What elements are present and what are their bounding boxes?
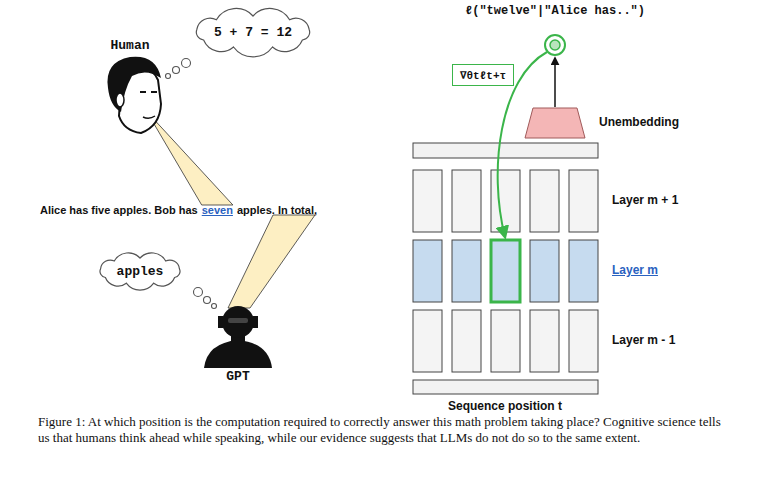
thought-dot	[194, 288, 203, 297]
loss-target-core	[550, 40, 560, 50]
activation-cell	[530, 240, 559, 302]
activation-cell	[569, 310, 598, 372]
gpt-attention-beam	[228, 215, 315, 308]
hair	[107, 57, 161, 112]
eye	[140, 91, 146, 93]
activation-cell	[452, 170, 481, 232]
prompt-text: Alice has five apples. Bob has	[40, 204, 198, 216]
robot-head	[222, 306, 254, 338]
activation-cell	[530, 170, 559, 232]
thought-dot	[173, 67, 180, 74]
human-attention-beam	[147, 112, 233, 205]
activation-cell	[491, 170, 520, 232]
bottom-bar	[413, 380, 598, 394]
block-label: Unembedding	[599, 115, 679, 129]
thought-dot	[166, 74, 171, 79]
prompt-sentence: Alice has five apples. Bob has seven apple…	[40, 204, 321, 216]
unembed-arrow	[554, 58, 556, 107]
top-bar	[413, 143, 598, 158]
activation-cell	[413, 240, 442, 302]
loss-formula: ℓ("twelve"|"Alice has..")	[465, 4, 645, 18]
node-text: ∇θtℓt+τ	[460, 69, 506, 82]
bolt	[218, 316, 223, 328]
mouth	[143, 116, 155, 118]
node-text: 5 + 7 = 12	[214, 25, 292, 40]
bolt	[253, 316, 258, 328]
agent-name: Human	[110, 38, 149, 53]
cloud-shape	[100, 253, 180, 290]
activation-cell	[413, 170, 442, 232]
thought-dot	[182, 59, 191, 68]
layer-label: Layer m - 1	[612, 333, 675, 347]
ear	[116, 93, 124, 107]
thought-cloud: apples	[92, 250, 188, 292]
highlighted-cell	[491, 240, 520, 302]
unembedding-block: Unembedding	[525, 108, 585, 138]
eye	[151, 91, 157, 93]
activation-cell	[569, 170, 598, 232]
shoulders	[204, 340, 272, 368]
node-text: apples	[117, 264, 164, 279]
activation-cell	[452, 240, 481, 302]
highlighted-word: seven	[202, 204, 233, 216]
visor	[228, 318, 248, 323]
trapezoid-outline	[525, 108, 585, 138]
thought-dot	[212, 304, 217, 309]
prompt-text: apples. In total,	[237, 204, 317, 216]
human-head	[107, 57, 161, 133]
activation-cell	[491, 310, 520, 372]
transformer-grid	[413, 143, 598, 394]
layer-label: Layer m + 1	[612, 193, 678, 207]
agent-name: GPT	[226, 369, 249, 384]
cloud-shape	[196, 8, 309, 56]
activation-cell	[413, 310, 442, 372]
gradient-box: ∇θtℓt+τ	[452, 64, 514, 86]
axis-label: Sequence position t	[448, 399, 562, 413]
layer-label: Layer m	[612, 263, 658, 277]
thought-cloud: 5 + 7 = 12	[188, 8, 318, 56]
activation-cell	[530, 310, 559, 372]
gpt-figure	[204, 306, 272, 368]
thought-dot	[204, 297, 211, 304]
activation-cell	[569, 240, 598, 302]
loss-target	[545, 35, 565, 55]
activation-cell	[452, 310, 481, 372]
figure-caption: Figure 1: At which position is the compu…	[38, 414, 728, 446]
trapezoid-shape	[525, 108, 585, 138]
